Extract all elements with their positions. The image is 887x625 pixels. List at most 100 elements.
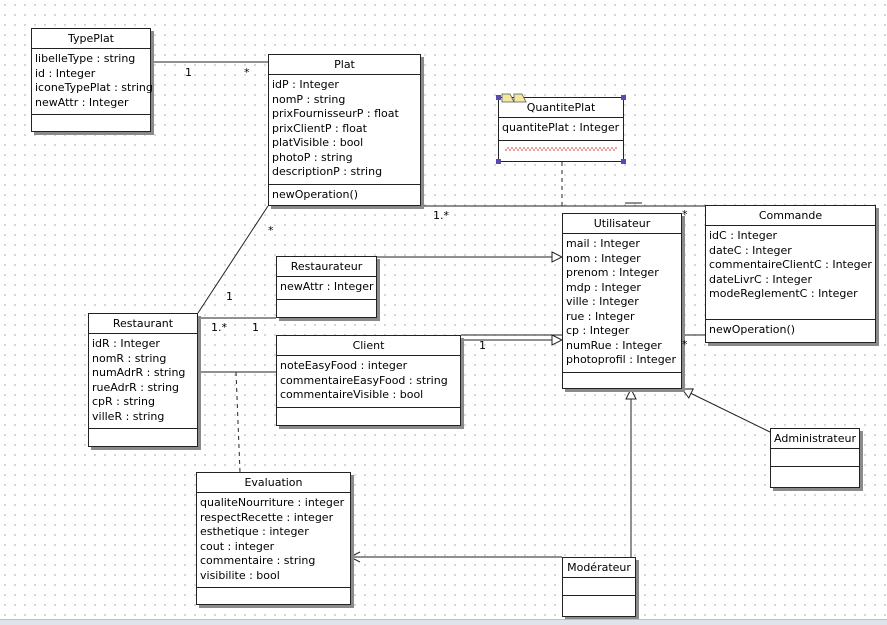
attribute: visibilite : bool [200,568,280,582]
generalization-administrateur-utilisateur[interactable] [682,389,771,433]
operations-compartment: newOperation() [269,185,420,206]
attribute: quantitePlat : Integer [502,121,620,134]
selection-handle[interactable] [496,159,501,164]
class-plat[interactable]: Plat idP : Integer nomP : string prixFou… [268,54,421,206]
multiplicity-label: * [682,208,688,221]
class-name: Commande [706,206,875,226]
class-restaurateur[interactable]: Restaurateur newAttr : Integer [276,256,377,318]
attribute: mail : Integer [566,237,640,250]
attributes-compartment [771,449,859,467]
attribute: prixFournisseurP : float [272,107,399,120]
class-restaurant[interactable]: Restaurant idR : Integer nomR : string n… [88,313,198,447]
attributes-compartment: libelleType : string id : Integer iconeT… [32,49,153,115]
class-client[interactable]: Client noteEasyFood : integer commentair… [276,335,461,426]
operations-compartment [197,588,350,604]
association-class-link-evaluation[interactable] [235,371,241,473]
class-name: Client [277,336,460,356]
multiplicity-label: 1 [252,321,259,334]
class-evaluation[interactable]: Evaluation qualiteNourriture : integer r… [196,472,351,605]
attribute: nomR : string [92,351,167,365]
class-moderateur[interactable]: Modérateur [562,557,636,617]
attribute: cout : integer [200,539,275,553]
attribute: id : Integer [35,66,96,80]
attribute: villeR : string [92,409,165,423]
attribute: nomP : string [272,92,346,106]
attribute: ville : Integer [566,295,639,308]
attribute: numAdrR : string [92,366,186,379]
multiplicity-label: 1 [226,290,233,303]
attribute: photoprofil : Integer [566,353,676,366]
operation: newOperation() [272,187,359,201]
attribute: dateC : Integer [709,243,792,257]
attribute: iconeTypePlat : string [35,81,153,94]
multiplicity-label: * [682,338,688,351]
attribute: mdp : Integer [566,280,641,294]
attribute: newAttr : Integer [280,280,374,293]
operation: newOperation() [709,323,796,336]
attribute: photoP : string [272,150,353,164]
selection-handle[interactable] [621,159,626,164]
attribute: idC : Integer [709,229,777,242]
attribute: modeReglementC : Integer [709,287,858,300]
attributes-compartment: noteEasyFood : integer commentaireEasyFo… [277,356,460,408]
class-utilisateur[interactable]: Utilisateur mail : Integer nom : Integer… [562,213,682,389]
attribute: commentaire : string [200,554,316,567]
multiplicity-label: 1 [479,339,486,352]
class-name: Plat [269,55,420,75]
class-commande[interactable]: Commande idC : Integer dateC : Integer c… [705,205,876,343]
class-name: TypePlat [32,29,150,49]
attribute: cpR : string [92,395,155,408]
attributes-compartment: newAttr : Integer [277,277,376,300]
attribute: esthetique : integer [200,525,309,538]
class-administrateur[interactable]: Administrateur [770,428,860,488]
assoc-plat-restaurant[interactable] [197,205,269,314]
attribute: libelleType : string [35,52,136,65]
attribute: nom : Integer [566,251,641,265]
attribute: commentaireEasyFood : string [280,373,448,387]
class-name: QuantitePlat [499,93,623,118]
attribute: idR : Integer [92,337,160,350]
attribute: prixClientP : float [272,121,367,135]
class-quantiteplat[interactable]: QuantitePlat quantitePlat : Integer [496,93,626,164]
attribute: numRue : Integer [566,338,662,352]
operations-compartment [563,596,635,616]
class-name: Evaluation [197,473,350,493]
attributes-compartment: quantitePlat : Integer [499,118,623,141]
attribute: qualiteNourriture : integer [200,496,345,509]
attribute: prenom : Integer [566,266,659,279]
attributes-compartment: qualiteNourriture : integer respectRecet… [197,493,350,588]
operations-compartment: newOperation() [706,320,875,342]
class-name: Restaurateur [277,257,376,277]
operations-compartment [277,300,376,318]
selection-handle[interactable] [621,95,626,100]
attribute: respectRecette : integer [200,510,334,524]
attribute: dateLivrC : Integer [709,272,812,286]
attribute: cp : Integer [566,324,630,337]
spellcheck-underline [505,146,617,151]
attribute: newAttr : Integer [35,95,129,109]
attributes-compartment: idP : Integer nomP : string prixFourniss… [269,75,420,185]
attribute: commentaireClientC : Integer [709,258,872,271]
multiplicity-label: 1.* [433,209,449,222]
selection-handle[interactable] [496,95,501,100]
attribute: descriptionP : string [272,165,383,178]
class-name: Modérateur [563,558,635,578]
class-name: Restaurant [89,314,197,334]
attributes-compartment [563,578,635,596]
operations-compartment [89,429,197,446]
attribute: noteEasyFood : integer [280,359,408,372]
attributes-compartment: mail : Integer nom : Integer prenom : In… [563,234,681,373]
attribute: commentaireVisible : bool [280,388,424,401]
attributes-compartment: idC : Integer dateC : Integer commentair… [706,226,875,320]
class-name: Utilisateur [563,214,681,234]
operations-compartment [563,373,681,389]
multiplicity-label: 1.* [211,321,227,334]
attribute: platVisible : bool [272,136,364,149]
class-typeplat[interactable]: TypePlat libelleType : string id : Integ… [31,28,153,132]
horizontal-scrollbar[interactable] [0,619,887,625]
operations-compartment [499,141,623,162]
note-tab-icon [501,92,531,103]
operations-compartment [771,467,859,487]
operations-compartment [32,115,150,131]
class-name: Administrateur [771,429,859,449]
